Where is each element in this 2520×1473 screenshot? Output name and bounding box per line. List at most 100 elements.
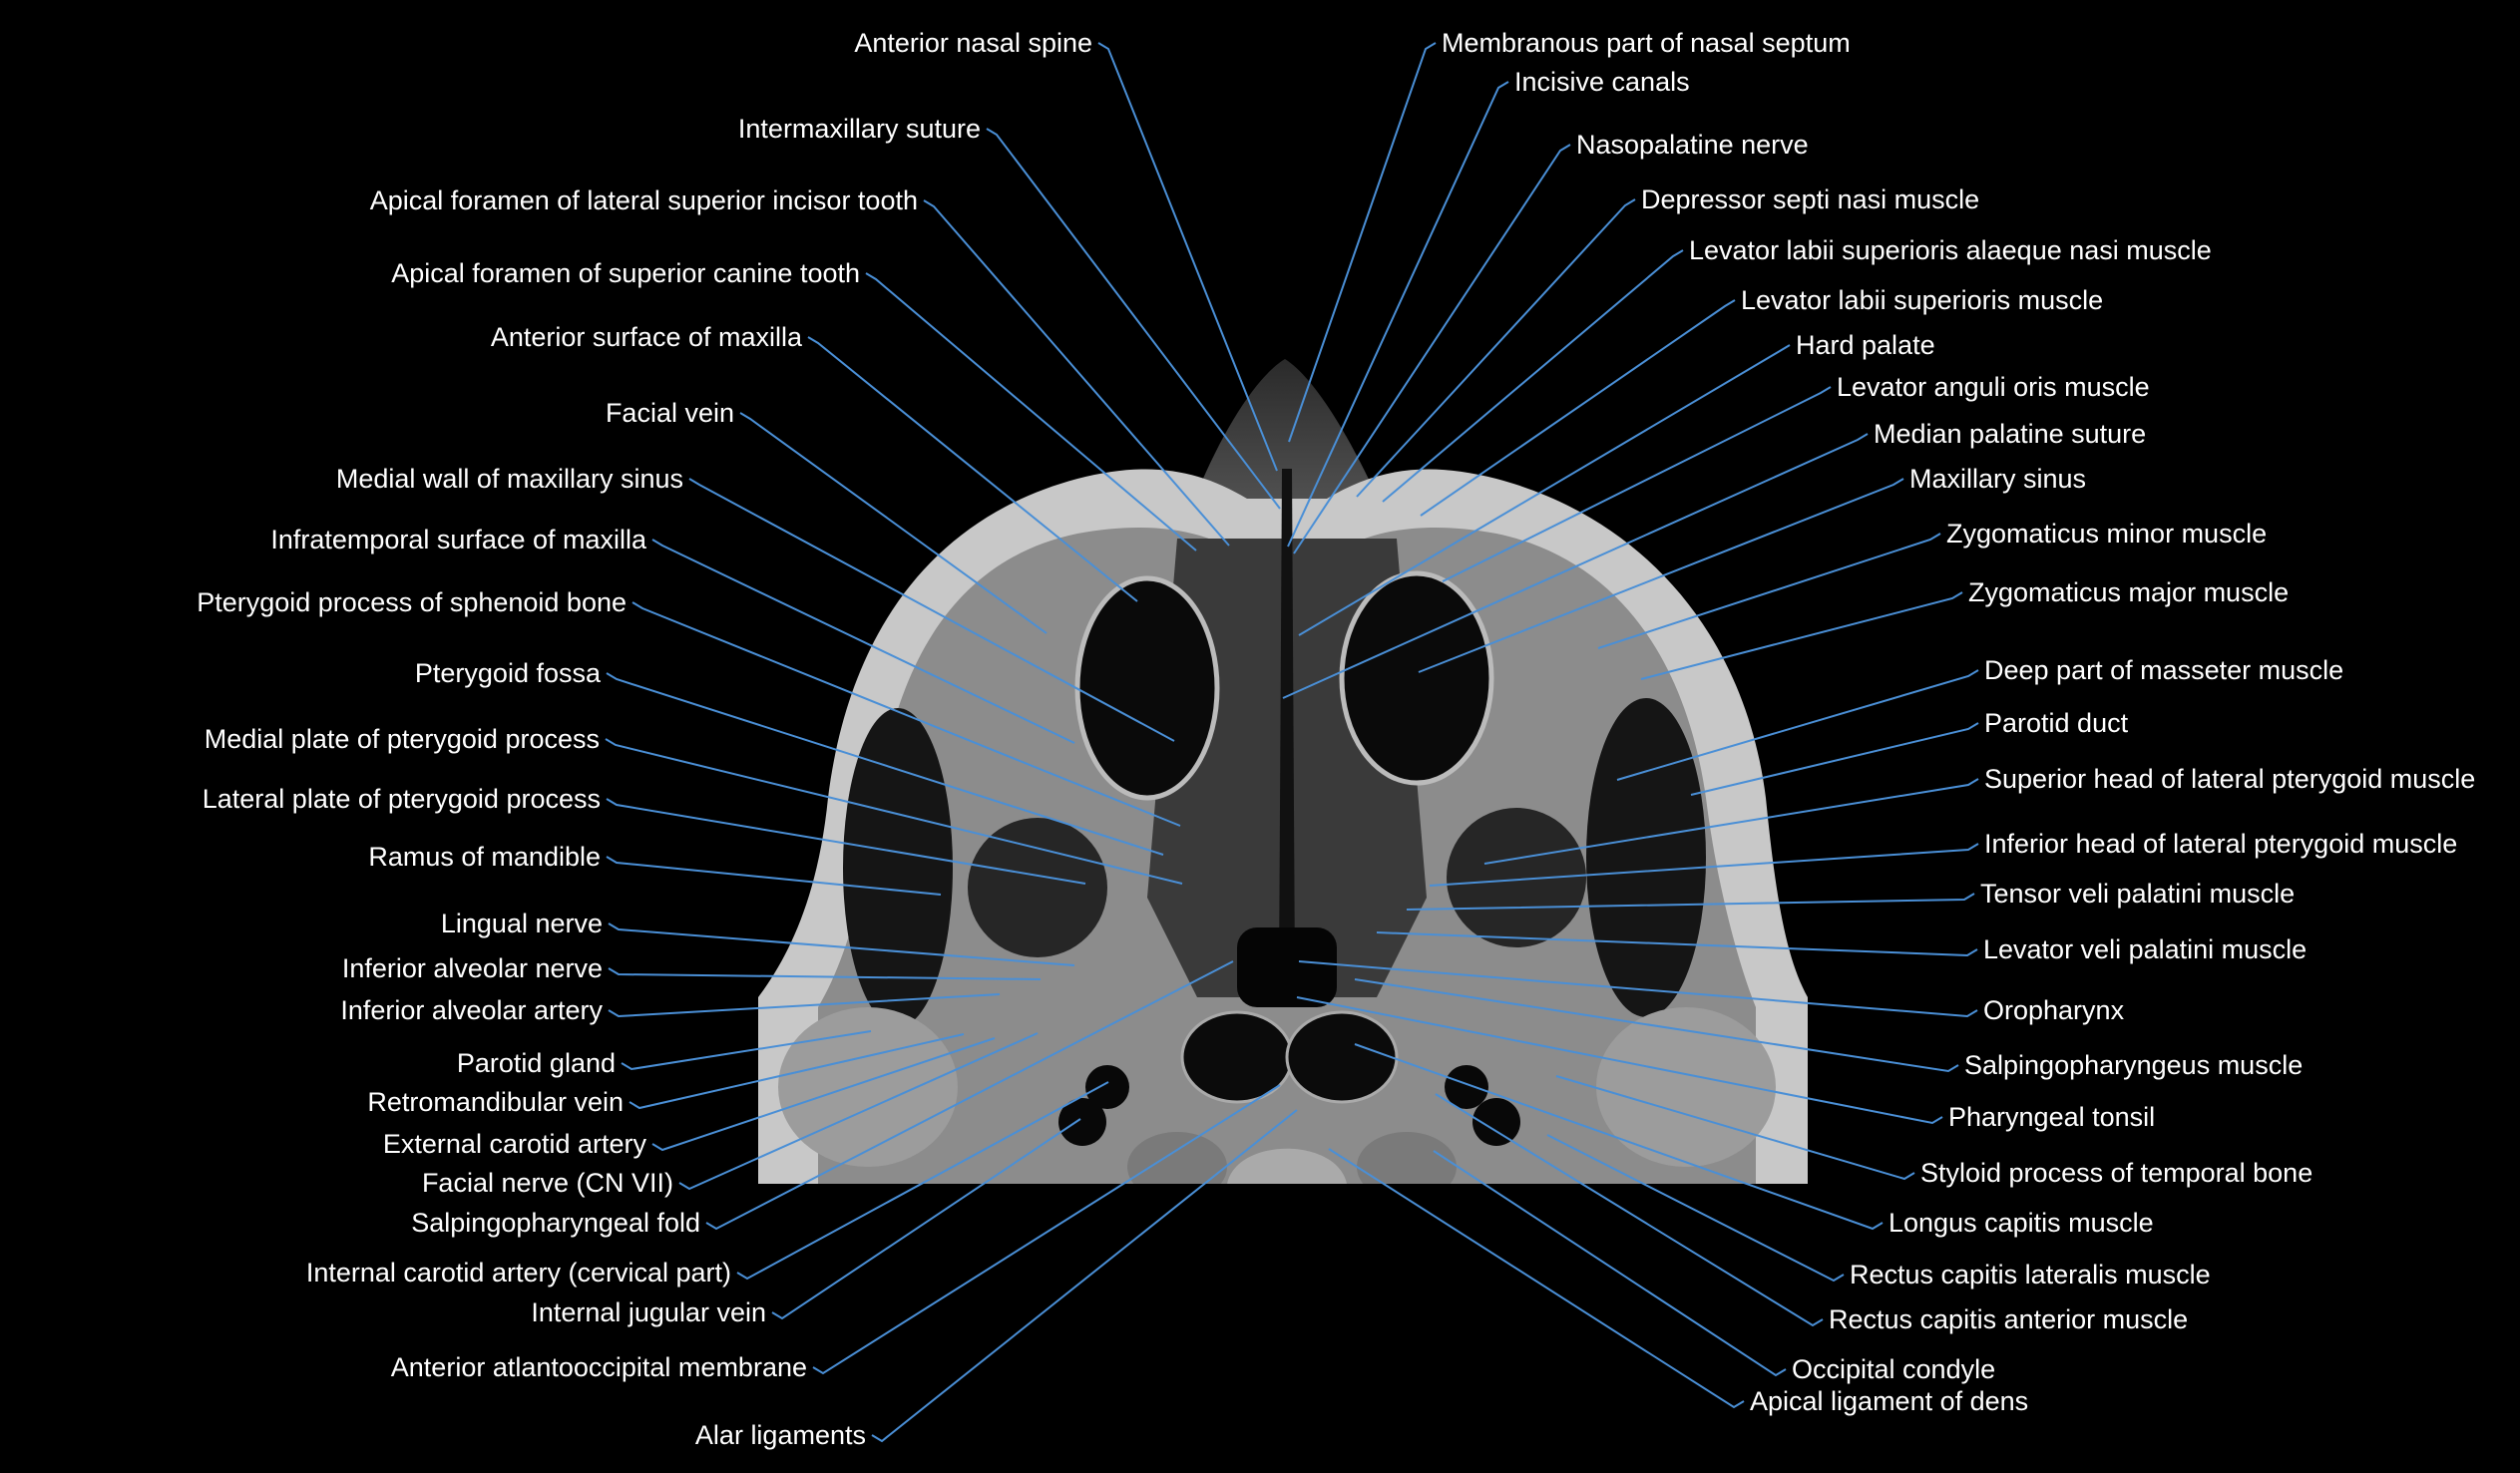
leader-line-parotid-duct bbox=[1690, 722, 1979, 796]
right-ramus-masseter bbox=[1586, 698, 1706, 1017]
left-pterygoid-muscles bbox=[968, 818, 1107, 957]
label-longus-capitis-muscle: Longus capitis muscle bbox=[1889, 1208, 2154, 1238]
label-anterior-nasal-spine: Anterior nasal spine bbox=[854, 28, 1092, 58]
leader-line-deep-part-of-masseter-muscle bbox=[1616, 669, 1979, 781]
leader-line-internal-jugular-vein bbox=[771, 1118, 1081, 1320]
label-pterygoid-process-of-sphenoid-bone: Pterygoid process of sphenoid bone bbox=[197, 587, 627, 617]
label-maxillary-sinus: Maxillary sinus bbox=[1909, 464, 2087, 494]
label-tensor-veli-palatini-muscle: Tensor veli palatini muscle bbox=[1980, 879, 2296, 909]
label-inferior-alveolar-nerve: Inferior alveolar nerve bbox=[341, 953, 603, 983]
right-maxillary-sinus bbox=[1339, 570, 1494, 786]
label-infratemporal-surface-of-maxill: Infratemporal surface of maxillа bbox=[270, 525, 646, 554]
leader-line-levator-anguli-oris-muscle bbox=[1442, 386, 1832, 582]
leader-line-salpingopharyngeal-fold bbox=[705, 960, 1234, 1231]
leader-line-medial-wall-of-maxillary-sinus bbox=[688, 478, 1175, 742]
label-apical-foramen-of-superior-canine-tooth: Apical foramen of superior canine tooth bbox=[391, 258, 860, 288]
leader-line-inferior-alveolar-nerve bbox=[608, 967, 1042, 980]
label-levator-labii-superioris-alaeque-nasi-muscle: Levator labii superioris alaeque nasi mu… bbox=[1689, 235, 2212, 265]
leader-line-depressor-septi-nasi-muscle bbox=[1356, 198, 1636, 498]
leader-line-facial-vein bbox=[739, 412, 1048, 634]
leader-line-anterior-nasal-spine bbox=[1097, 42, 1278, 472]
label-internal-carotid-artery-cervical-part: Internal carotid artery (cervical part) bbox=[305, 1258, 731, 1288]
label-medial-wall-of-maxillary-sinus: Medial wall of maxillary sinus bbox=[335, 464, 683, 494]
label-pterygoid-fossa: Pterygoid fossa bbox=[414, 658, 601, 688]
right-occipital-condyle bbox=[1357, 1132, 1457, 1184]
label-pharyngeal-tonsil: Pharyngeal tonsil bbox=[1948, 1102, 2156, 1132]
label-rectus-capitis-anterior-muscle: Rectus capitis anterior muscle bbox=[1829, 1304, 2189, 1334]
label-lateral-plate-of-pterygoid-process: Lateral plate of pterygoid process bbox=[202, 784, 601, 814]
label-apical-foramen-of-lateral-superior-incisor-tooth: Apical foramen of lateral superior incis… bbox=[369, 185, 918, 215]
label-deep-part-of-masseter-muscle: Deep part of masseter muscle bbox=[1984, 655, 2344, 685]
leader-line-hard-palate bbox=[1298, 344, 1791, 636]
label-occipital-condyle: Occipital condyle bbox=[1792, 1354, 1996, 1384]
label-internal-jugular-vein: Internal jugular vein bbox=[531, 1297, 766, 1327]
leader-line-ramus-of-mandible bbox=[606, 856, 942, 896]
label-parotid-gland: Parotid gland bbox=[456, 1048, 616, 1078]
leader-line-styloid-process-of-temporal-bone bbox=[1555, 1075, 1915, 1181]
label-membranous-part-of-nasal-septum: Membranous part of nasal septum bbox=[1442, 28, 1851, 58]
leader-line-rectus-capitis-lateralis-muscle bbox=[1546, 1134, 1845, 1283]
label-median-palatine-suture: Median palatine suture bbox=[1874, 419, 2147, 449]
label-zygomaticus-minor-muscle: Zygomaticus minor muscle bbox=[1946, 519, 2268, 549]
left-occipital-condyle bbox=[1127, 1132, 1227, 1184]
leader-line-medial-plate-of-pterygoid-process bbox=[605, 738, 1183, 885]
label-ramus-of-mandible: Ramus of mandible bbox=[368, 842, 601, 872]
label-salpingopharyngeal-fold: Salpingopharyngeal fold bbox=[411, 1208, 700, 1238]
label-salpingopharyngeus-muscle: Salpingopharyngeus muscle bbox=[1964, 1050, 2304, 1080]
label-styloid-process-of-temporal-bone: Styloid process of temporal bone bbox=[1920, 1158, 2313, 1188]
leader-line-parotid-gland bbox=[621, 1030, 872, 1071]
leader-line-pterygoid-fossa bbox=[606, 672, 1164, 856]
leader-line-lingual-nerve bbox=[608, 922, 1075, 966]
leader-line-intermaxillary-suture bbox=[986, 128, 1281, 510]
leader-line-median-palatine-suture bbox=[1282, 433, 1869, 699]
leader-line-apical-ligament-of-dens bbox=[1328, 1148, 1745, 1409]
leader-line-salpingopharyngeus-muscle bbox=[1354, 978, 1959, 1073]
left-internal-carotid bbox=[1085, 1065, 1129, 1109]
leader-line-superior-head-of-lateral-pterygoid-muscle bbox=[1483, 778, 1979, 865]
label-rectus-capitis-lateralis-muscle: Rectus capitis lateralis muscle bbox=[1850, 1260, 2211, 1289]
leader-line-alar-ligaments bbox=[871, 1109, 1298, 1443]
pharynx bbox=[1237, 927, 1337, 1007]
nasal-septum bbox=[1279, 469, 1295, 977]
leader-line-rectus-capitis-anterior-muscle bbox=[1435, 1093, 1824, 1327]
label-levator-anguli-oris-muscle: Levator anguli oris muscle bbox=[1837, 372, 2150, 402]
leader-line-anterior-atlantooccipital-membrane bbox=[812, 1084, 1281, 1375]
leader-line-occipital-condyle bbox=[1433, 1150, 1787, 1377]
right-pterygoid-muscles bbox=[1447, 808, 1586, 947]
label-incisive-canals: Incisive canals bbox=[1514, 67, 1690, 97]
label-parotid-duct: Parotid duct bbox=[1984, 708, 2129, 738]
label-depressor-septi-nasi-muscle: Depressor septi nasi muscle bbox=[1641, 184, 1980, 214]
label-apical-ligament-of-dens: Apical ligament of dens bbox=[1750, 1386, 2029, 1416]
label-oropharynx: Oropharynx bbox=[1983, 995, 2125, 1025]
label-alar-ligaments: Alar ligaments bbox=[694, 1420, 866, 1450]
left-ramus-masseter bbox=[843, 708, 953, 1027]
leader-line-longus-capitis-muscle bbox=[1354, 1043, 1884, 1231]
label-intermaxillary-suture: Intermaxillary suture bbox=[737, 114, 981, 144]
leader-line-levator-labii-superioris-alaeque-nasi-muscle bbox=[1382, 249, 1684, 503]
label-inferior-alveolar-artery: Inferior alveolar artery bbox=[340, 995, 603, 1025]
leader-line-internal-carotid-artery-cervical-part bbox=[736, 1081, 1109, 1281]
leader-line-zygomaticus-minor-muscle bbox=[1597, 533, 1941, 649]
leader-line-facial-nerve-cn-vii bbox=[678, 1032, 1039, 1191]
left-internal-jugular bbox=[1058, 1098, 1106, 1146]
leader-lines bbox=[605, 42, 1979, 1443]
label-lingual-nerve: Lingual nerve bbox=[440, 909, 603, 938]
label-anterior-atlantooccipital-membrane: Anterior atlantooccipital membrane bbox=[390, 1352, 807, 1382]
mri-image bbox=[758, 359, 1808, 1184]
leader-line-oropharynx bbox=[1298, 960, 1978, 1018]
leader-line-levator-labii-superioris-muscle bbox=[1420, 299, 1736, 517]
leader-line-infratemporal-surface-of-maxill bbox=[651, 539, 1075, 744]
label-facial-nerve-cn-vii: Facial nerve (CN VII) bbox=[421, 1168, 673, 1198]
label-facial-vein: Facial vein bbox=[605, 398, 734, 428]
right-internal-jugular bbox=[1472, 1098, 1520, 1146]
leader-line-anterior-surface-of-maxilla bbox=[807, 336, 1138, 602]
leader-line-apical-foramen-of-lateral-superior-incisor-tooth bbox=[923, 199, 1230, 547]
leader-line-lateral-plate-of-pterygoid-process bbox=[606, 798, 1086, 885]
nose-soft-tissue bbox=[1187, 359, 1387, 519]
right-internal-carotid bbox=[1445, 1065, 1488, 1109]
label-medial-plate-of-pterygoid-process: Medial plate of pterygoid process bbox=[204, 724, 600, 754]
leader-line-inferior-head-of-lateral-pterygoid-muscle bbox=[1429, 843, 1979, 887]
leader-line-pharyngeal-tonsil bbox=[1296, 996, 1943, 1125]
label-levator-veli-palatini-muscle: Levator veli palatini muscle bbox=[1983, 934, 2308, 964]
